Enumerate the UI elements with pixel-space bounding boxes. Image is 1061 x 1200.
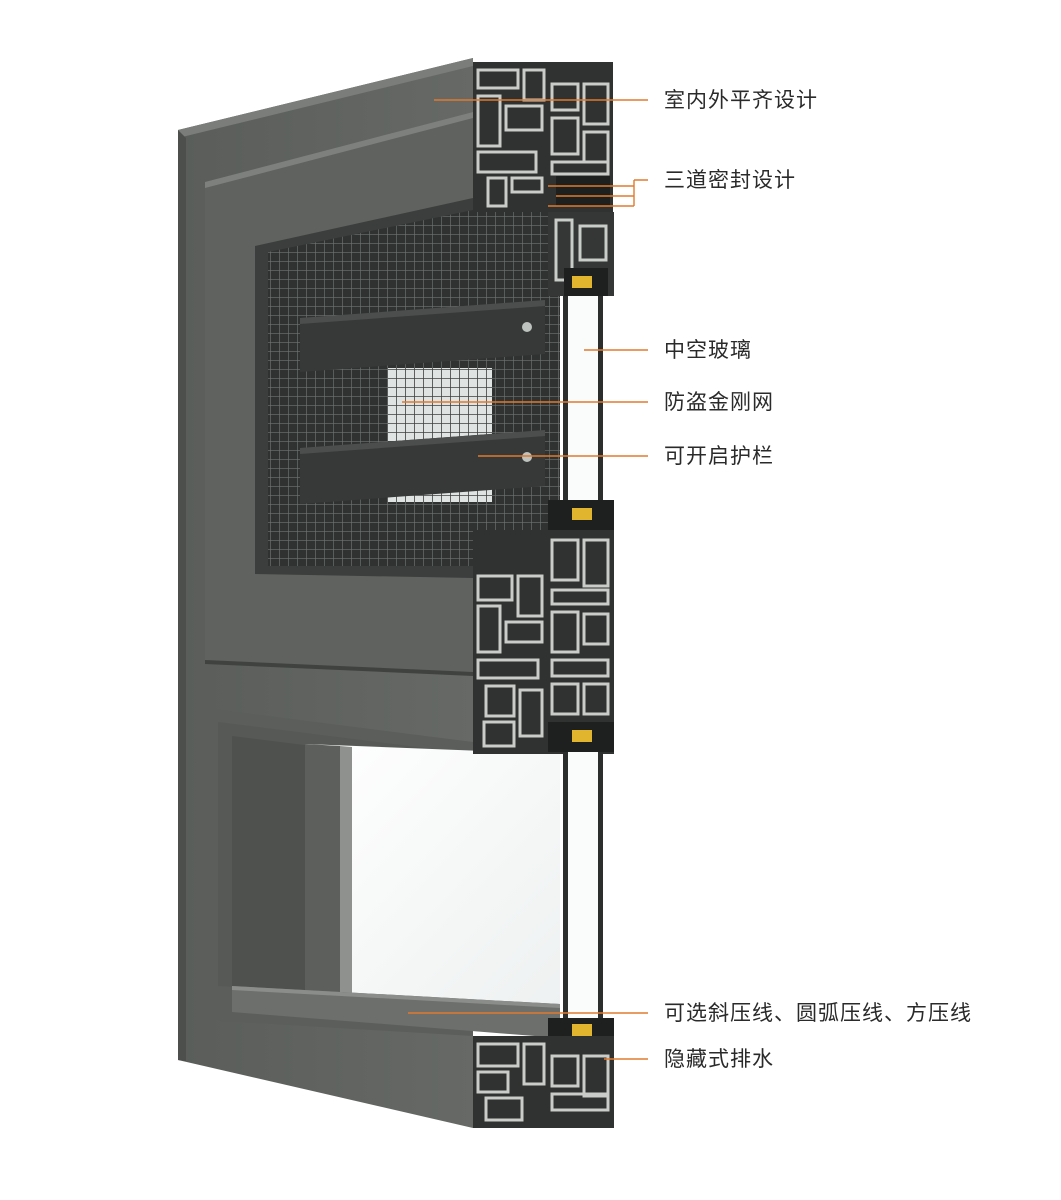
- guardrail-bars: [300, 300, 545, 504]
- callout-security-mesh: 防盗金刚网: [664, 390, 774, 414]
- leader-triple-seal: [548, 179, 648, 207]
- callout-hidden-drainage: 隐藏式排水: [664, 1047, 774, 1071]
- leader-lines: [402, 99, 648, 1060]
- callout-openable-guardrail: 可开启护栏: [664, 444, 774, 468]
- lower-sash: [205, 708, 560, 1038]
- profile-cross-section: [473, 62, 614, 1128]
- callout-flush-design: 室内外平齐设计: [664, 88, 818, 112]
- callout-triple-seal: 三道密封设计: [664, 168, 796, 192]
- callout-glazing-beads: 可选斜压线、圆弧压线、方压线: [664, 1001, 972, 1025]
- callout-insulated-glass: 中空玻璃: [664, 338, 752, 362]
